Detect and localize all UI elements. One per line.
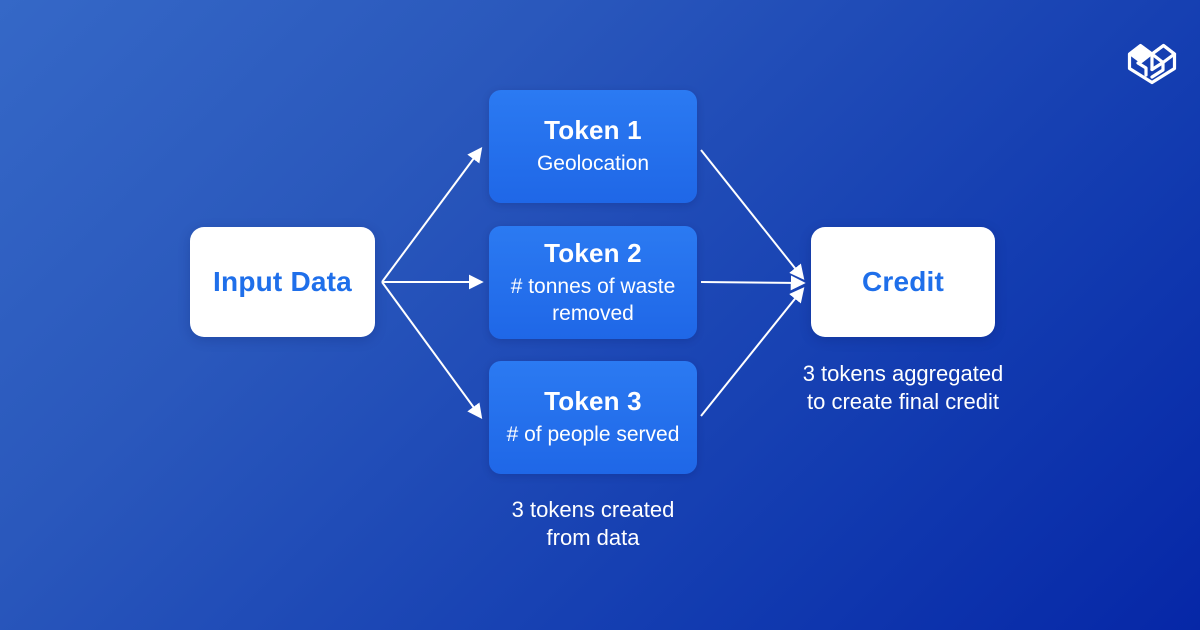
isometric-cube-logo-icon [1127,43,1177,85]
token-3-node: Token 3 # of people served [489,361,697,474]
token-2-node: Token 2 # tonnes of waste removed [489,226,697,339]
brand-logo-icon [1126,40,1178,88]
token-2-subtitle: # tonnes of waste removed [510,275,676,325]
credit-caption: 3 tokens aggregated to create final cred… [753,360,1053,416]
credit-node: Credit [811,227,995,337]
credit-label: Credit [861,266,945,297]
token-3-title: Token 3 [544,386,642,417]
token-1-subtitle: Geolocation [536,152,650,176]
token-3-subtitle: # of people served [506,423,680,447]
tokens-caption-line2: from data [546,525,640,551]
credit-caption-line2: to create final credit [807,389,999,415]
input-data-node: Input Data [190,227,375,337]
arrow-input-to-token3 [381,281,483,420]
tokens-caption: 3 tokens created from data [443,496,743,552]
token-2-title: Token 2 [544,238,642,269]
input-data-label: Input Data [213,266,352,297]
tokens-caption-line1: 3 tokens created [511,497,675,522]
credit-caption-line1: 3 tokens aggregated [802,361,1004,386]
arrow-token2-to-credit [700,275,806,291]
token-1-title: Token 1 [544,115,642,146]
arrow-token1-to-credit [700,149,805,280]
arrow-input-to-token1 [381,146,483,283]
token-1-node: Token 1 Geolocation [489,90,697,203]
